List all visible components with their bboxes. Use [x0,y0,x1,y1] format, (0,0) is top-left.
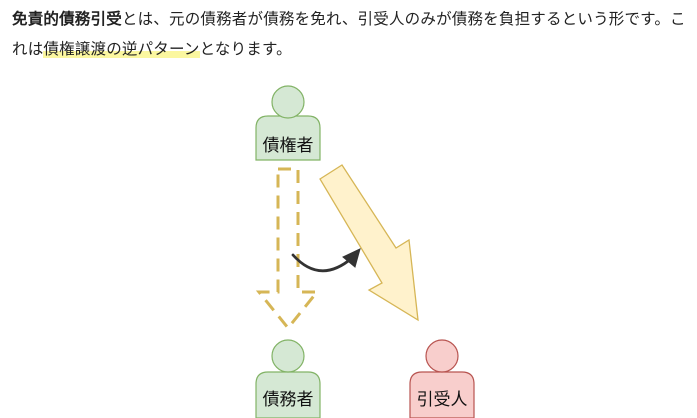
assignee-node: 引受人 [409,339,475,418]
curved-arrow-head [342,248,361,268]
debtor-node: 債務者 [255,339,321,418]
debtor-head-icon [271,339,305,373]
dashed-former-arrow [255,167,321,331]
assignee-arrow [319,164,419,322]
debtor-label: 債務者 [263,390,314,410]
creditor-person-icon [255,115,321,161]
debtor-person-icon [255,371,321,418]
highlighted-phrase: 債権譲渡の逆パターン [43,40,200,58]
paragraph-text-1: とは、元の債務者が債務を免れ、引受人のみが債務を負担するという形です。これは [12,10,686,58]
assignee-label: 引受人 [417,390,468,410]
bold-term: 免責的債務引受 [12,10,122,28]
creditor-node: 債権者 [255,85,321,161]
curved-arrow [291,253,354,273]
creditor-label: 債権者 [263,136,314,156]
creditor-head-icon [271,85,305,119]
paragraph-text-2: となります。 [199,40,292,58]
assignee-head-icon [425,339,459,373]
description-paragraph: 免責的債務引受とは、元の債務者が債務を免れ、引受人のみが債務を負担するという形で… [12,4,692,64]
assignee-person-icon [409,371,475,418]
